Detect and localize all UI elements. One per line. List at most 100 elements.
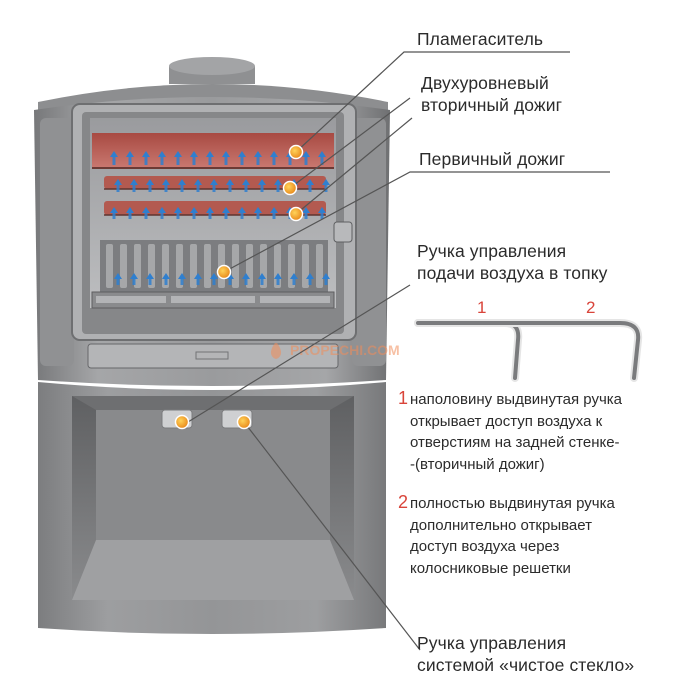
label-clean-glass-line2: системой «чистое стекло» — [417, 655, 635, 675]
air-flow-arrow — [290, 273, 298, 285]
grate-bar — [302, 244, 309, 288]
air-flow-arrow — [302, 151, 310, 165]
air-flow-arrow — [270, 151, 278, 165]
grate — [100, 240, 328, 292]
air-flow-arrow — [302, 207, 310, 219]
svg-text:PROPECHI.COM: PROPECHI.COM — [290, 342, 400, 358]
label-clean-glass-line1: Ручка управления — [417, 633, 567, 653]
note-2-line: полностью выдвинутая ручка — [410, 495, 615, 512]
grate-bar — [204, 244, 211, 288]
right-side-panel — [352, 118, 386, 366]
air-flow-arrow — [270, 207, 278, 219]
note-1-line: наполовину выдвинутая ручка — [410, 391, 623, 408]
air-flow-arrow — [318, 207, 326, 219]
grate-bar — [106, 244, 113, 288]
air-flow-arrow — [242, 273, 250, 285]
air-flow-arrow — [130, 179, 138, 192]
left-side-panel — [40, 118, 74, 366]
callout-marker — [174, 414, 190, 430]
air-flow-arrow — [242, 179, 250, 192]
callout-marker — [288, 206, 304, 222]
air-flow-arrow — [254, 151, 262, 165]
note-position-1: 1 наполовину выдвинутая ручка открывает … — [398, 388, 623, 475]
air-flow-arrow — [306, 179, 314, 192]
grate-bar — [190, 244, 197, 288]
note-1-line: открывает доступ воздуха к — [410, 412, 603, 430]
air-flow-arrow — [194, 179, 202, 192]
air-flow-arrow — [190, 151, 198, 165]
markers — [174, 144, 304, 430]
callout-marker — [288, 144, 304, 160]
air-flow-arrow — [190, 207, 198, 219]
air-flow-arrow — [274, 273, 282, 285]
air-flow-arrow — [158, 207, 166, 219]
air-flow-arrow — [318, 151, 326, 165]
label-flame-damper: Пламегаситель — [417, 28, 543, 50]
air-flow-arrow — [178, 273, 186, 285]
air-flow-arrow — [226, 179, 234, 192]
air-flow-arrow — [114, 273, 122, 285]
door-handle — [333, 221, 353, 243]
air-flow-arrow — [126, 207, 134, 219]
air-flow-arrow — [274, 179, 282, 192]
position-1-number: 1 — [477, 298, 487, 317]
air-flow-arrow — [306, 273, 314, 285]
label-flame-damper-text: Пламегаситель — [417, 29, 544, 49]
callout-marker — [282, 180, 298, 196]
callout-marker — [216, 264, 232, 280]
watermark: PROPECHI.COM — [270, 342, 400, 359]
air-flow-arrow — [210, 273, 218, 285]
handle-positions-diagram — [414, 319, 643, 382]
label-air-control: Ручка управления подачи воздуха в топку — [417, 240, 608, 284]
air-flow-arrow — [174, 207, 182, 219]
flue-collar — [169, 57, 255, 84]
air-flow-arrows — [110, 151, 330, 285]
note-1-line: отверстиям на задней стенке- — [410, 434, 620, 451]
note-2-line: доступ воздуха через — [410, 538, 560, 555]
air-flow-arrow — [178, 179, 186, 192]
air-flow-arrow — [174, 151, 182, 165]
air-flow-arrow — [146, 179, 154, 192]
air-flow-arrow — [222, 207, 230, 219]
label-primary-burn: Первичный дожиг — [419, 148, 565, 170]
label-air-control-line1: Ручка управления — [417, 241, 567, 261]
label-secondary-burn: Двухуровневый вторичный дожиг — [421, 72, 562, 116]
note-1-number: 1 — [398, 388, 409, 408]
air-flow-arrow — [222, 151, 230, 165]
air-flow-arrow — [142, 207, 150, 219]
air-flow-arrow — [206, 207, 214, 219]
note-2-line: дополнительно открывает — [410, 516, 592, 534]
air-flow-arrow — [238, 207, 246, 219]
air-flow-arrow — [322, 273, 330, 285]
note-position-2: 2 полностью выдвинутая ручка дополнитель… — [398, 492, 615, 579]
air-flow-arrow — [194, 273, 202, 285]
air-flow-arrow — [162, 179, 170, 192]
air-flow-arrow — [158, 151, 166, 165]
callout-marker — [236, 414, 252, 430]
air-flow-arrow — [126, 151, 134, 165]
air-flow-arrow — [162, 273, 170, 285]
air-flow-arrow — [322, 179, 330, 192]
position-2-number: 2 — [586, 298, 596, 317]
air-flow-arrow — [258, 179, 266, 192]
air-flow-arrow — [146, 273, 154, 285]
label-secondary-burn-line2: вторичный дожиг — [421, 95, 563, 115]
air-flow-arrow — [110, 151, 118, 165]
air-flow-arrow — [206, 151, 214, 165]
air-flow-arrow — [142, 151, 150, 165]
leader-lines — [187, 51, 610, 651]
air-flow-arrow — [258, 273, 266, 285]
grate-bar — [316, 244, 323, 288]
air-flow-arrow — [130, 273, 138, 285]
label-air-control-line2: подачи воздуха в топку — [417, 263, 608, 283]
note-1-line: -(вторичный дожиг) — [410, 455, 545, 473]
note-2-number: 2 — [398, 492, 409, 512]
air-flow-arrow — [238, 151, 246, 165]
air-flow-arrow — [114, 179, 122, 192]
label-primary-burn-text: Первичный дожиг — [419, 149, 566, 169]
grate-bar — [120, 244, 127, 288]
label-secondary-burn-line1: Двухуровневый — [421, 73, 549, 93]
label-clean-glass: Ручка управления системой «чистое стекло… — [417, 632, 634, 676]
air-flow-arrow — [110, 207, 118, 219]
